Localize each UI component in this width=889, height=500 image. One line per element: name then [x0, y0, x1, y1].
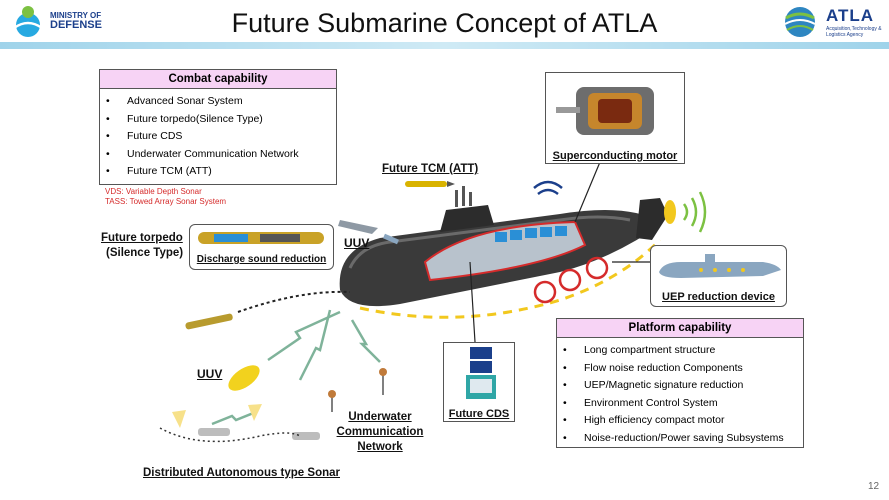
abbreviation-notes: VDS: Variable Depth Sonar TASS: Towed Ar…: [105, 187, 226, 207]
uuv-top-label: UUV: [344, 236, 370, 250]
list-item: Future CDS: [106, 128, 336, 146]
atla-sub1: Acquisition,Technology &: [826, 26, 882, 32]
uep-device-illustration: [659, 254, 781, 278]
mod-logo-text: MINISTRY OF DEFENSE: [50, 12, 102, 31]
combat-capability-box: Combat capability Advanced Sonar System …: [99, 69, 337, 185]
mast: [462, 186, 465, 206]
atla-logo: [780, 4, 822, 40]
list-item: UEP/Magnetic signature reduction: [563, 377, 803, 395]
mod-line2: DEFENSE: [50, 19, 102, 31]
atla-globe-icon: [784, 7, 816, 37]
future-cds-label: Future CDS: [448, 408, 510, 420]
mast: [455, 190, 458, 207]
future-cds-box: Future CDS: [443, 342, 515, 422]
atla-name: ATLA: [826, 6, 875, 25]
torpedo-wire: [237, 290, 351, 313]
page-title: Future Submarine Concept of ATLA: [231, 8, 658, 38]
sonar-waves-rear: [682, 191, 707, 233]
motor-illustration: [556, 87, 654, 135]
atla-logo-text: ATLA Acquisition,Technology & Logistics …: [826, 6, 882, 38]
page-number: 12: [868, 481, 880, 492]
uw-comm-line2: Communication: [336, 426, 424, 438]
list-item: Future TCM (ATT): [106, 163, 336, 181]
atla-sub2: Logistics Agency: [826, 32, 864, 38]
mod-line1: MINISTRY OF: [50, 11, 102, 20]
combat-capability-list: Advanced Sonar System Future torpedo(Sil…: [100, 89, 336, 183]
comm-buoys: [328, 368, 387, 412]
submarine: [339, 186, 676, 307]
list-item: Noise-reduction/Power saving Subsystems: [563, 430, 803, 448]
submarine-sail: [440, 205, 494, 232]
list-item: Flow noise reduction Components: [563, 360, 803, 378]
distributed-sonar-label: Distributed Autonomous type Sonar: [143, 467, 340, 479]
combat-capability-heading: Combat capability: [100, 70, 336, 89]
uw-comm-label: Underwater Communication Network: [332, 410, 428, 455]
platform-capability-box: Platform capability Long compartment str…: [556, 318, 804, 448]
mod-emblem-icon: [13, 6, 43, 37]
future-torpedo-label-2: (Silence Type): [106, 247, 184, 259]
note-tass: TASS: Towed Array Sonar System: [105, 197, 227, 206]
torpedo-box: Discharge sound reduction: [189, 224, 334, 270]
uep-swirls: [533, 256, 609, 304]
discharge-label: Discharge sound reduction: [196, 254, 327, 265]
superconducting-motor-label: Superconducting motor: [552, 150, 678, 162]
propeller: [664, 200, 676, 224]
comm-lines: [211, 309, 381, 426]
list-item: Long compartment structure: [563, 342, 803, 360]
uw-comm-line1: Underwater: [348, 411, 412, 423]
platform-capability-list: Long compartment structure Flow noise re…: [557, 338, 803, 449]
future-tcm-label: Future TCM (ATT): [382, 163, 479, 175]
list-item: High efficiency compact motor: [563, 412, 803, 430]
submarine-hull-highlight: [348, 215, 631, 269]
list-item: Future torpedo(Silence Type): [106, 111, 336, 129]
future-torpedo-label: Future torpedo: [101, 232, 183, 244]
wake-line: [359, 238, 662, 319]
leader-lines: [469, 161, 650, 343]
list-item: Environment Control System: [563, 395, 803, 413]
uw-comm-line3: Network: [357, 441, 403, 453]
superconducting-motor-box: Superconducting motor: [545, 72, 685, 164]
torpedo-illustration: [198, 232, 324, 244]
tcm-projectile: [405, 181, 455, 187]
cds-console-icon: [466, 347, 496, 399]
list-item: Underwater Communication Network: [106, 146, 336, 164]
mod-logo: [8, 4, 48, 40]
uuv-bottom-vehicle: [228, 365, 260, 391]
mast: [469, 192, 472, 206]
uuv-top-vehicle: [338, 220, 399, 245]
list-item: Advanced Sonar System: [106, 93, 336, 111]
sonar-nodes: [159, 404, 320, 443]
uep-device-label: UEP reduction device: [662, 291, 775, 303]
uep-device-box: UEP reduction device: [650, 245, 787, 307]
note-vds: VDS: Variable Depth Sonar: [105, 187, 202, 196]
header-bar: [0, 42, 889, 49]
submarine-tail-fin: [636, 198, 668, 240]
torpedo-projectile: [185, 313, 233, 330]
platform-capability-heading: Platform capability: [557, 319, 803, 338]
uuv-bottom-label: UUV: [197, 367, 223, 381]
sonar-waves-front: [533, 180, 563, 196]
